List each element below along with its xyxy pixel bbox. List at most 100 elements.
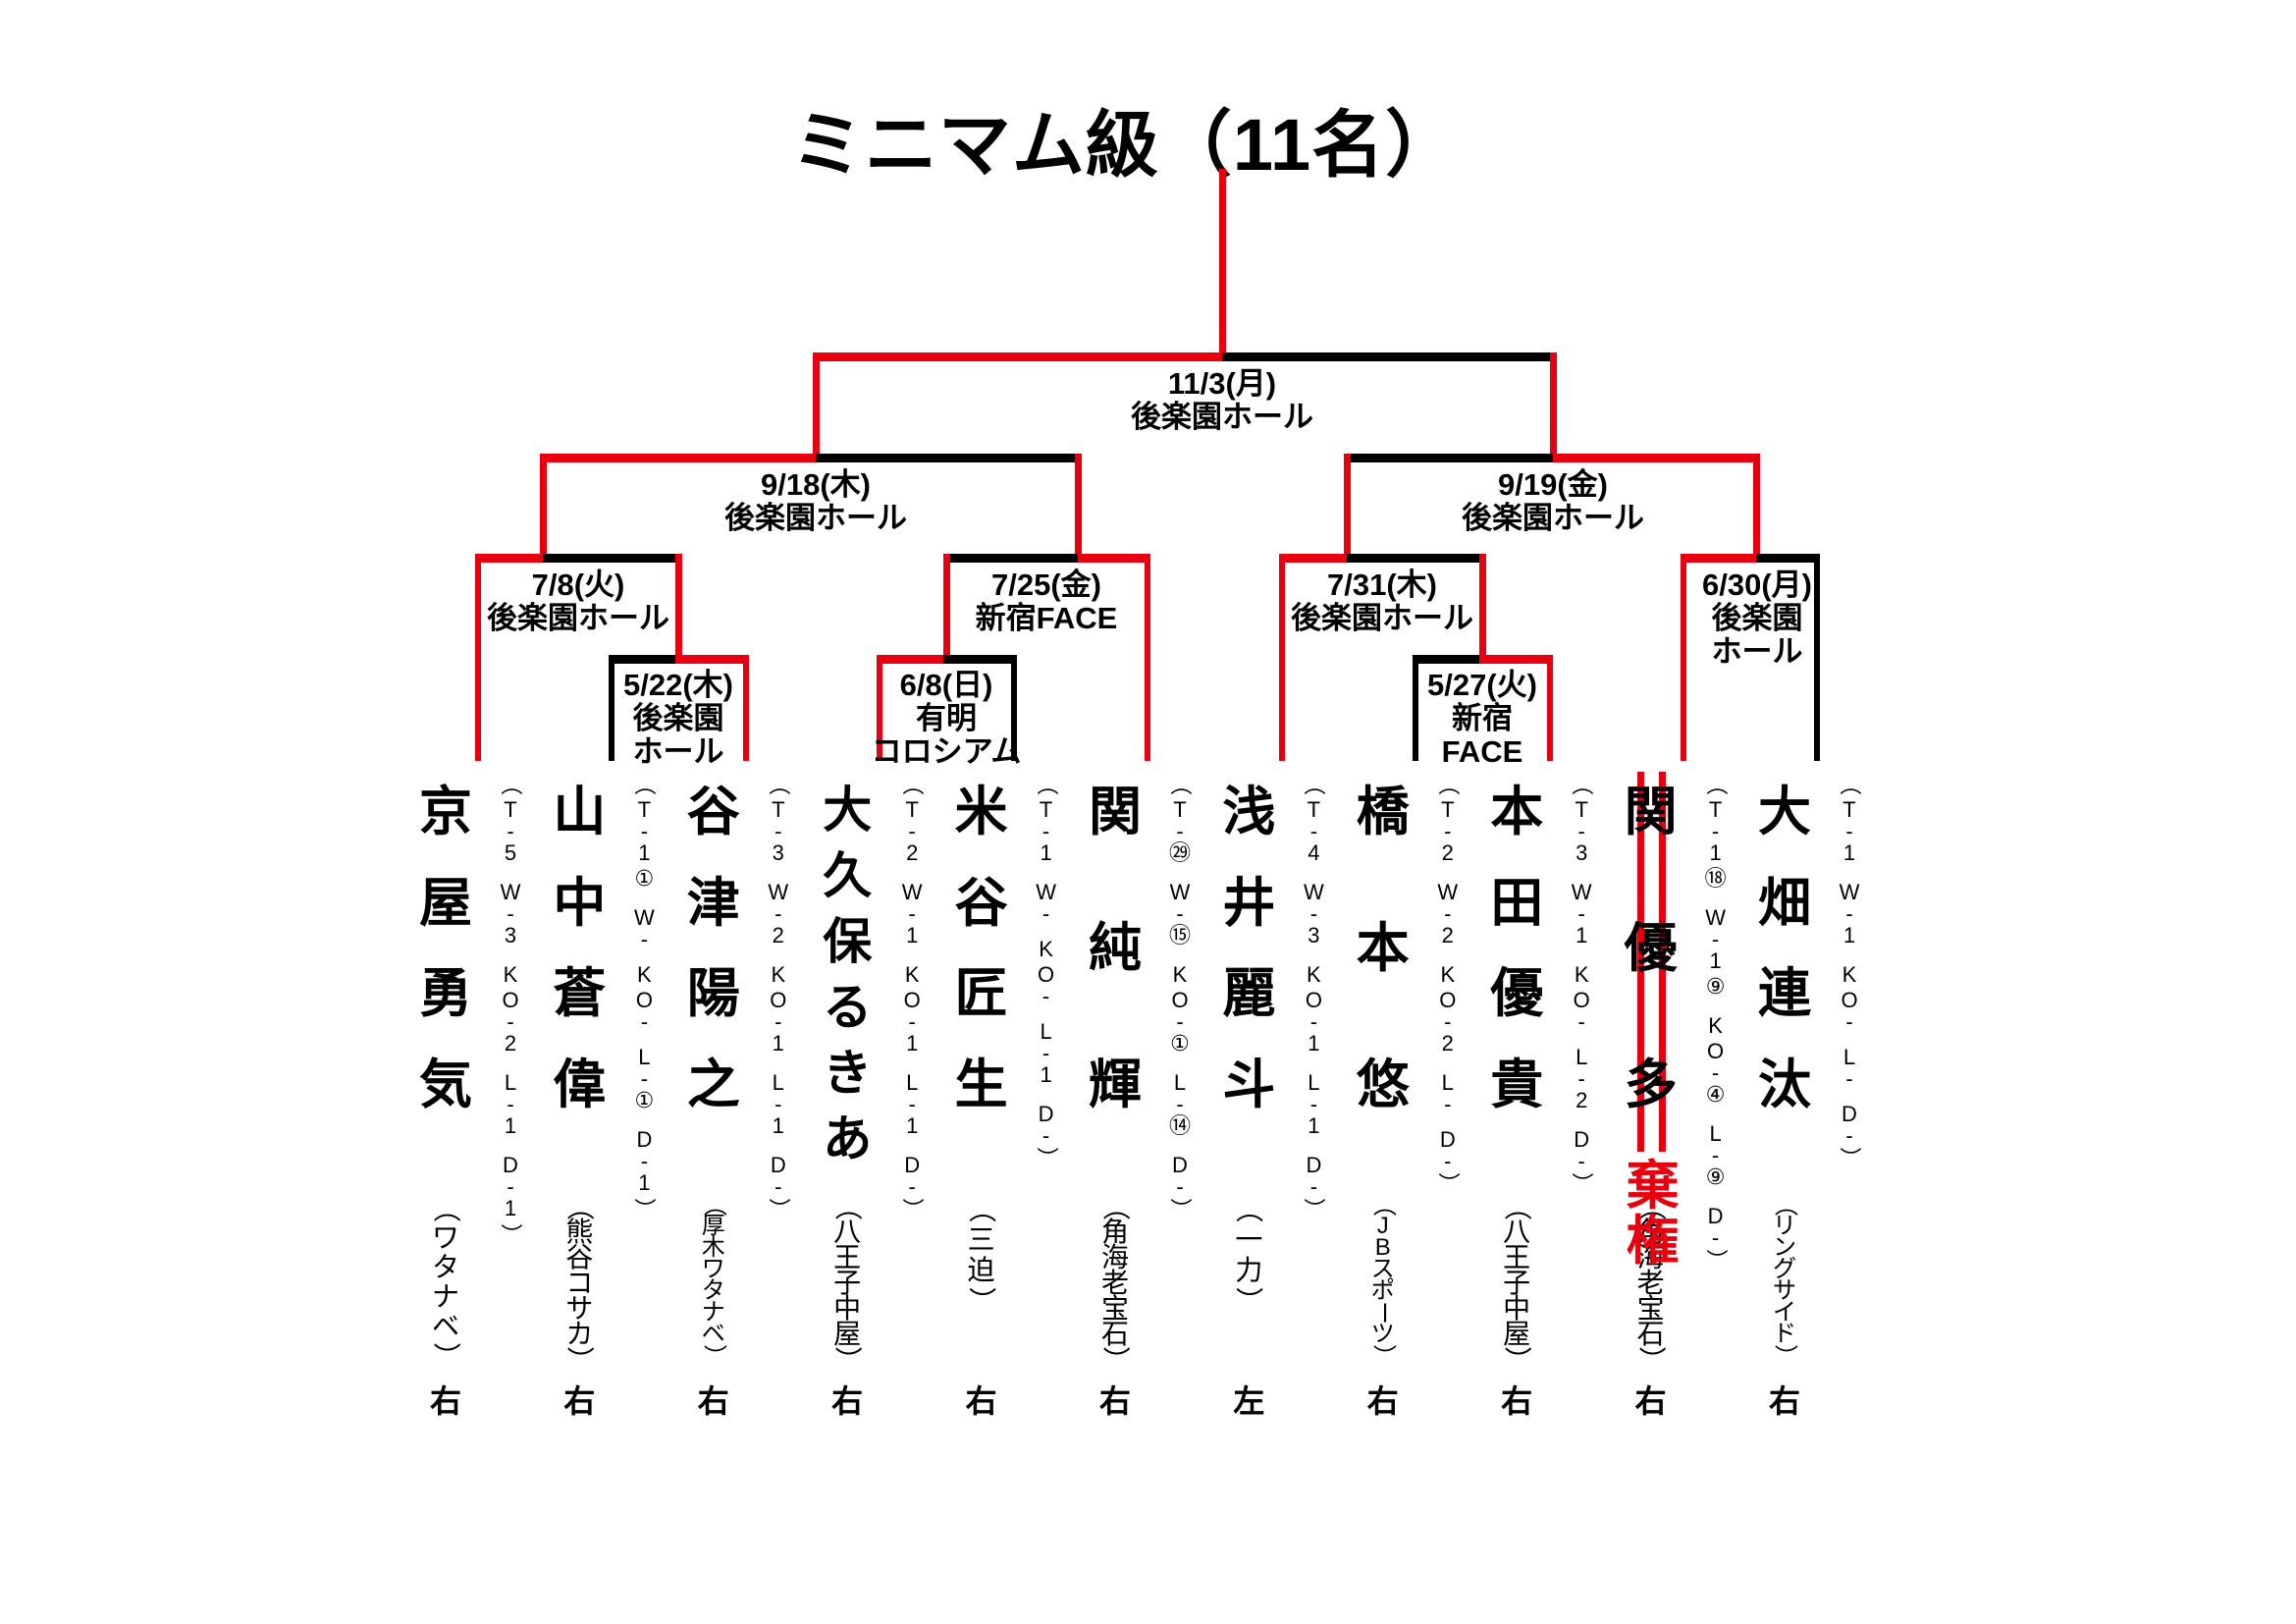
match-date: 6/30(月) <box>1702 568 1812 602</box>
match-venue: FACE <box>1441 734 1523 769</box>
match-venue: 新宿FACE <box>975 601 1118 635</box>
r1b-left-segment <box>877 655 950 664</box>
match-venue: ホール <box>632 734 724 769</box>
qf1-up-connector <box>540 454 547 563</box>
fighter-name: 谷津陽之 <box>686 783 740 1114</box>
fighter-name: 京屋勇気 <box>419 783 472 1114</box>
fighter-name: 大畑連汰 <box>1758 783 1811 1114</box>
qf1-right-segment <box>543 554 682 563</box>
fighter-gym: （八王子中屋） <box>1502 1192 1533 1374</box>
fighter-stance: 右 <box>429 1383 462 1419</box>
match-label-qf1: 7/8(火)後楽園ホール <box>487 568 669 635</box>
fighter-gym: （熊谷コサカ） <box>564 1192 596 1374</box>
match-label-sf_left: 9/18(木)後楽園ホール <box>724 468 907 535</box>
fighter-name: 本田優貴 <box>1490 783 1544 1114</box>
match-date: 9/19(金) <box>1498 467 1608 502</box>
match-venue: 有明 <box>916 701 977 735</box>
match-date: 6/8(日) <box>899 668 993 702</box>
fighter-name: 関優多 <box>1624 783 1678 1114</box>
qf3-up-connector <box>1344 454 1351 563</box>
r1a-left-segment <box>609 655 682 664</box>
fighter-name: 浅井麗斗 <box>1222 783 1276 1114</box>
match-venue: 新宿 <box>1451 701 1513 735</box>
qf2-up-connector <box>1075 454 1082 563</box>
qf2-right-segment <box>1078 554 1150 563</box>
match-date: 5/22(木) <box>623 668 733 702</box>
page-title: ミニマム級（11名） <box>790 104 1460 186</box>
entry-line-4 <box>877 655 882 761</box>
match-date: 5/27(火) <box>1427 668 1537 702</box>
forfeit-strike-line <box>1659 772 1666 1152</box>
fighter-gym: （八王子中屋） <box>832 1192 864 1374</box>
fighter-name: 大久保るきあ <box>823 783 873 1166</box>
r1c-up-connector <box>1479 554 1486 664</box>
entry-line-7 <box>1279 554 1285 761</box>
fighter-stance: 左 <box>1233 1383 1265 1419</box>
qf3-left-segment <box>1279 554 1351 563</box>
champion-line <box>1219 169 1226 356</box>
r1a-right-segment <box>675 655 749 664</box>
match-date: 7/25(金) <box>991 568 1101 602</box>
entry-line-6 <box>1145 554 1150 761</box>
entry-line-11 <box>1814 554 1820 761</box>
qf4-left-segment <box>1681 554 1760 563</box>
fighter-stance: 右 <box>965 1383 997 1419</box>
match-label-r1a: 5/22(木)後楽園ホール <box>623 669 733 769</box>
fighter-stance: 右 <box>1501 1383 1533 1419</box>
entry-line-10 <box>1681 554 1686 761</box>
match-venue: 後楽園ホール <box>724 501 907 535</box>
match-label-final: 11/3(月)後楽園ホール <box>1131 367 1313 434</box>
fighter-gym: （厚木ワタナベ） <box>700 1193 727 1368</box>
qf2-left-segment <box>943 554 1081 563</box>
fighter-stance: 右 <box>1634 1383 1667 1419</box>
entry-line-1 <box>475 554 481 761</box>
entry-line-9 <box>1547 655 1553 761</box>
match-venue: コロシアム <box>871 734 1022 769</box>
entry-line-5 <box>1011 655 1017 761</box>
final-right-segment <box>1222 352 1557 361</box>
sf-right-left-segment <box>1344 454 1556 462</box>
sf-left-left-segment <box>540 454 819 462</box>
fighter-gym: （角海老宝石） <box>1635 1192 1667 1374</box>
match-date: 7/31(木) <box>1327 568 1437 602</box>
fighter-gym: （ワタナベ） <box>431 1194 461 1370</box>
fighter-name: 米谷匠生 <box>954 783 1008 1114</box>
match-venue: 後楽園ホール <box>1131 400 1313 434</box>
match-date: 11/3(月) <box>1167 366 1277 401</box>
forfeit-label: 棄権 <box>1626 1157 1680 1271</box>
r1c-right-segment <box>1479 655 1553 664</box>
r1b-right-segment <box>943 655 1017 664</box>
fighter-stance: 右 <box>1098 1383 1132 1419</box>
qf3-right-segment <box>1347 554 1486 563</box>
forfeit-strike-line <box>1637 772 1644 1152</box>
fighter-gym: （一力） <box>1233 1195 1264 1315</box>
fighter-gym: （リングサイド） <box>1772 1193 1798 1368</box>
match-label-r1b: 6/8(日)有明コロシアム <box>872 669 1022 769</box>
fighter-gym: （角海老宝石） <box>1100 1192 1131 1374</box>
fighter-stance: 右 <box>1366 1383 1399 1419</box>
entry-line-2 <box>609 655 614 761</box>
match-label-qf4: 6/30(月)後楽園ホール <box>1702 568 1812 669</box>
sf-right-up-connector <box>1550 352 1557 458</box>
match-label-sf_right: 9/19(金)後楽園ホール <box>1462 468 1644 535</box>
match-date: 9/18(木) <box>761 467 871 502</box>
qf4-up-connector <box>1753 454 1760 563</box>
match-label-qf2: 7/25(金)新宿FACE <box>976 568 1118 635</box>
qf4-right-segment <box>1756 554 1820 563</box>
match-venue: 後楽園ホール <box>487 601 669 635</box>
match-venue: ホール <box>1711 634 1803 669</box>
match-venue: 後楽園 <box>632 701 724 735</box>
qf1-left-segment <box>475 554 547 563</box>
sf-left-up-connector <box>813 352 820 458</box>
match-date: 7/8(火) <box>531 568 625 602</box>
sf-left-right-segment <box>816 454 1082 462</box>
